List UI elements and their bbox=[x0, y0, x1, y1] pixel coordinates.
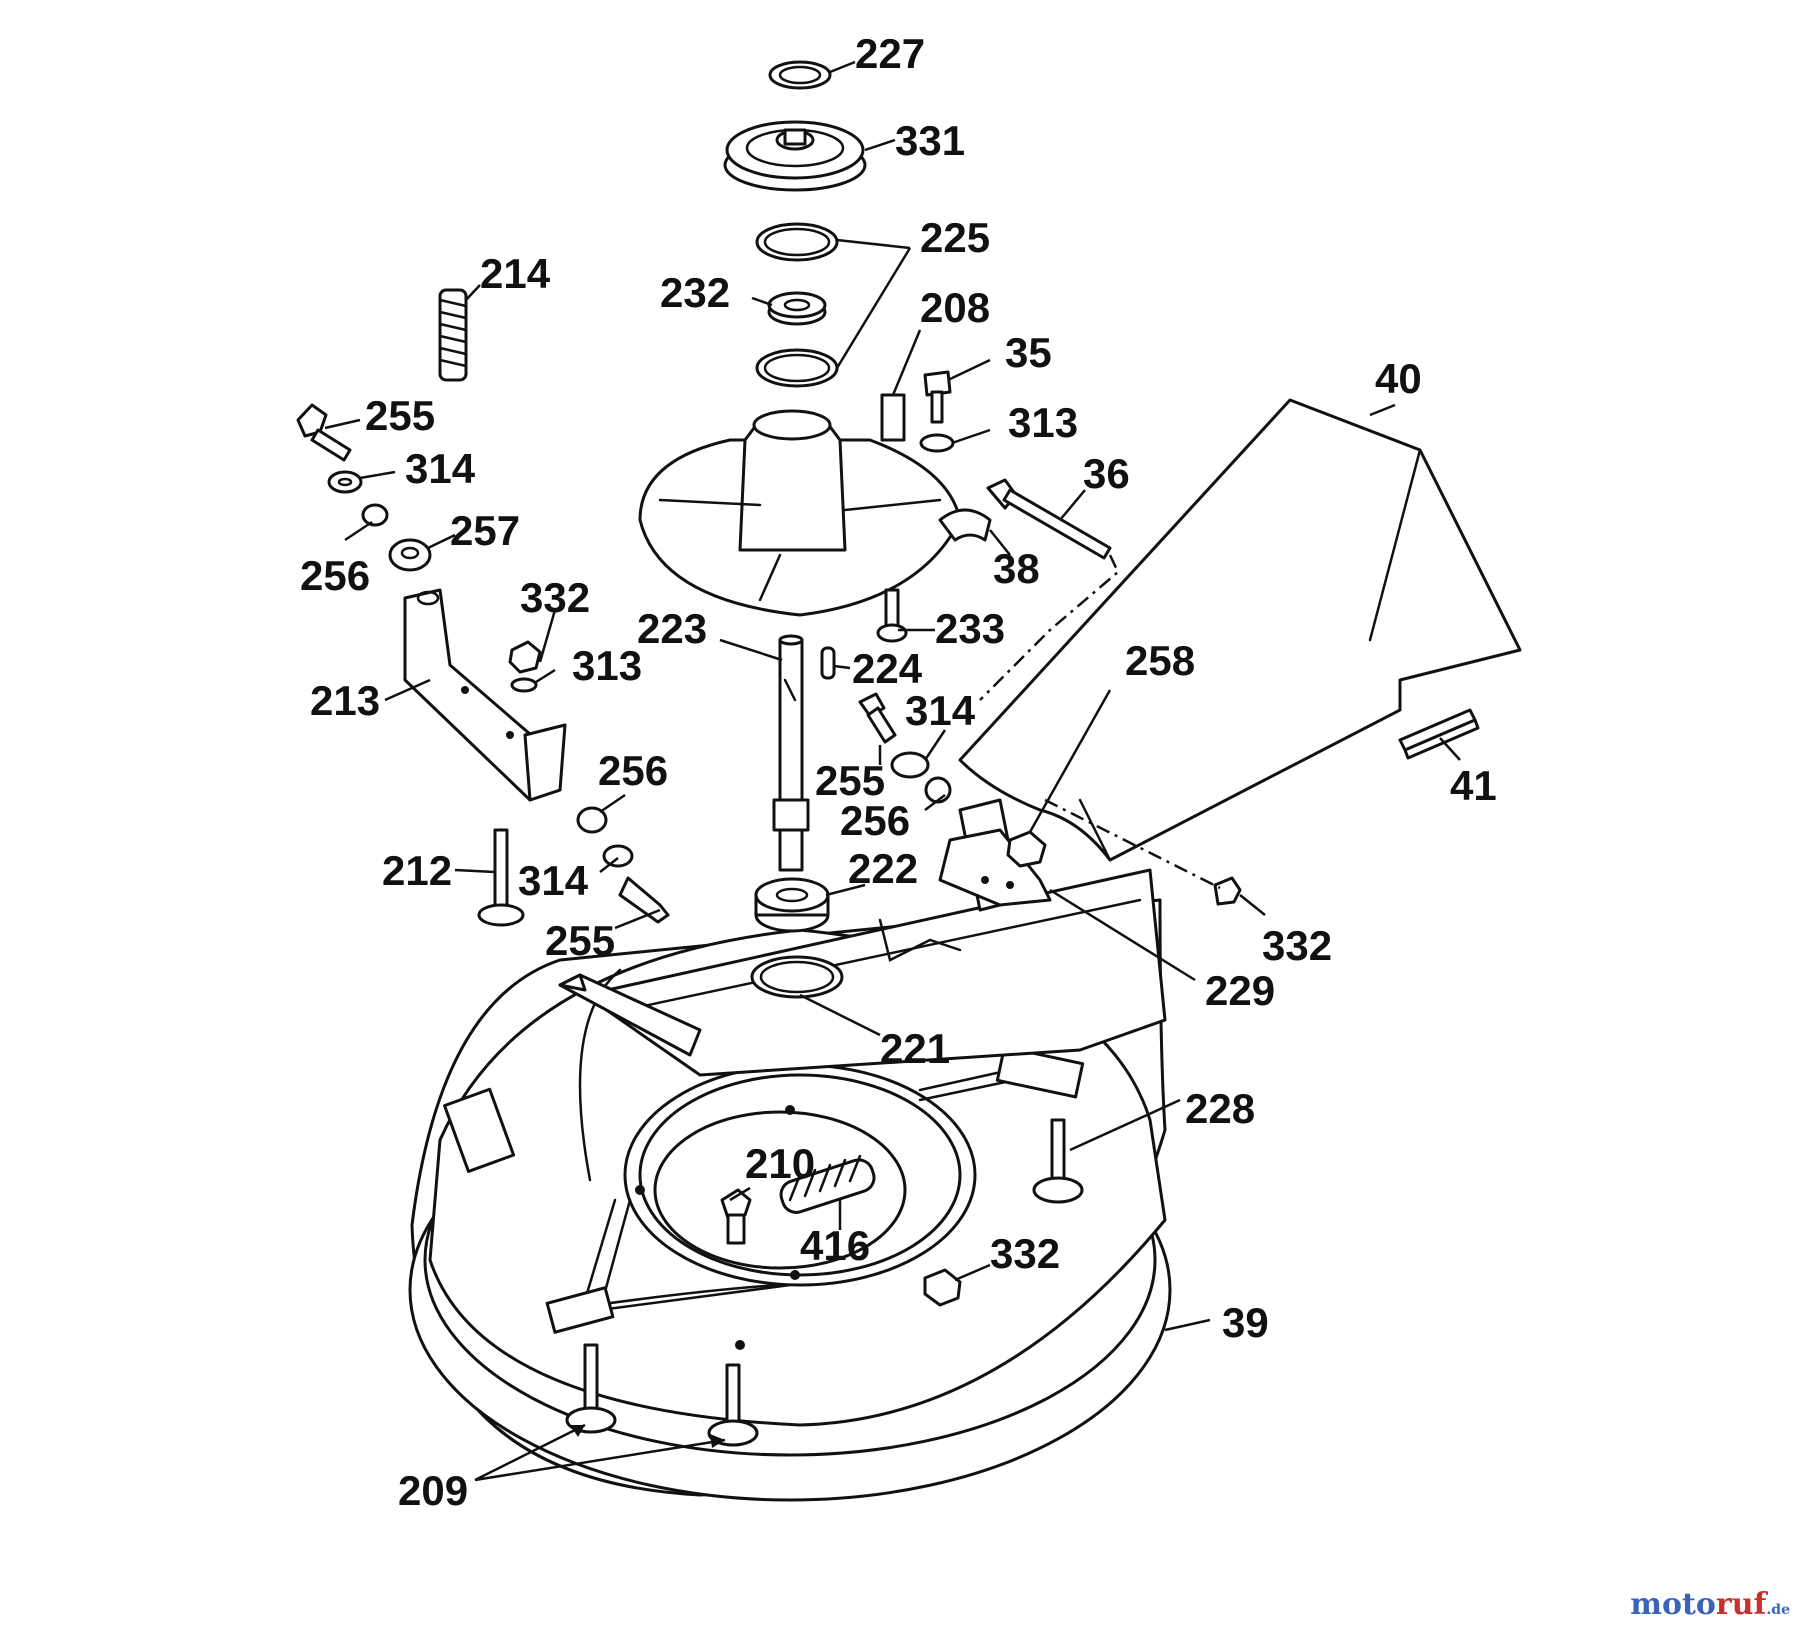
circlip-225-upper bbox=[755, 222, 839, 262]
circlip-221 bbox=[750, 955, 844, 999]
spring-416 bbox=[779, 1154, 876, 1214]
leader-lines bbox=[324, 60, 1461, 1482]
label-35: 35 bbox=[1005, 329, 1052, 376]
label-210: 210 bbox=[745, 1140, 815, 1187]
bolt-233 bbox=[876, 588, 908, 643]
label-209: 209 bbox=[398, 1467, 468, 1514]
part-labels: 227 331 225 232 214 208 35 255 313 40 31… bbox=[300, 30, 1497, 1514]
watermark-part-c: .de bbox=[1766, 1602, 1790, 1618]
label-213: 213 bbox=[310, 677, 380, 724]
label-256-right: 256 bbox=[840, 797, 910, 844]
label-36: 36 bbox=[1083, 450, 1130, 497]
bolt-255-right bbox=[858, 692, 897, 744]
label-233: 233 bbox=[935, 605, 1005, 652]
label-313-left: 313 bbox=[572, 642, 642, 689]
bolt-209-right bbox=[707, 1363, 759, 1447]
nut-332-left bbox=[508, 640, 542, 674]
label-229: 229 bbox=[1205, 967, 1275, 1014]
bearing-222 bbox=[754, 877, 830, 933]
label-256-mid: 256 bbox=[598, 747, 668, 794]
washer-313-right bbox=[919, 433, 955, 453]
washer-314-top bbox=[327, 470, 363, 494]
label-314-right: 314 bbox=[905, 687, 976, 734]
bolt-210 bbox=[720, 1188, 752, 1245]
bolt-36 bbox=[986, 478, 1112, 560]
label-257: 257 bbox=[450, 507, 520, 554]
bolt-35 bbox=[923, 370, 952, 424]
assembly-lines bbox=[979, 554, 1221, 890]
deflector-bracket-229 bbox=[938, 798, 1052, 912]
watermark-part-b: ruf bbox=[1715, 1587, 1767, 1622]
bolt-255-top bbox=[296, 403, 352, 462]
label-39: 39 bbox=[1222, 1299, 1269, 1346]
label-225: 225 bbox=[920, 214, 990, 261]
spring-214 bbox=[438, 288, 468, 382]
label-221: 221 bbox=[880, 1025, 950, 1072]
shaft-223 bbox=[772, 634, 810, 872]
label-255-right: 255 bbox=[815, 757, 885, 804]
circlip-225-lower bbox=[755, 348, 839, 388]
spacer-256-mid bbox=[576, 806, 608, 834]
label-222: 222 bbox=[848, 845, 918, 892]
bushing-257 bbox=[388, 538, 432, 572]
label-38: 38 bbox=[993, 545, 1040, 592]
washer-314-mid bbox=[602, 844, 634, 868]
label-223: 223 bbox=[637, 605, 707, 652]
label-40: 40 bbox=[1375, 355, 1422, 402]
label-331: 331 bbox=[895, 117, 965, 164]
washer-313-left bbox=[510, 677, 538, 693]
label-332-left: 332 bbox=[520, 574, 590, 621]
label-224: 224 bbox=[852, 645, 923, 692]
label-228: 228 bbox=[1185, 1085, 1255, 1132]
nut-258 bbox=[1006, 830, 1047, 868]
bolt-209-left bbox=[565, 1343, 617, 1434]
watermark-part-a: moto bbox=[1630, 1587, 1716, 1622]
bracket-213 bbox=[403, 588, 567, 802]
label-314-top: 314 bbox=[405, 445, 476, 492]
washer-314-right bbox=[890, 751, 930, 779]
label-332-right: 332 bbox=[1262, 922, 1332, 969]
circlip-227 bbox=[768, 60, 832, 90]
label-214: 214 bbox=[480, 250, 551, 297]
label-212: 212 bbox=[382, 847, 452, 894]
bolt-228 bbox=[1032, 1118, 1084, 1204]
label-41: 41 bbox=[1450, 762, 1497, 809]
spacer-208 bbox=[880, 393, 906, 442]
watermark-logo: motoruf.de bbox=[1630, 1587, 1790, 1622]
label-416: 416 bbox=[800, 1222, 870, 1269]
label-332-bottom: 332 bbox=[990, 1230, 1060, 1277]
key-224 bbox=[820, 646, 836, 680]
nut-332-right bbox=[1213, 876, 1242, 906]
bearing-232 bbox=[767, 291, 827, 326]
discharge-chute-40 bbox=[958, 398, 1522, 862]
spacer-256-top bbox=[361, 503, 389, 527]
label-314-mid: 314 bbox=[518, 857, 589, 904]
label-208: 208 bbox=[920, 284, 990, 331]
label-313-right: 313 bbox=[1008, 399, 1078, 446]
spindle-housing-38 bbox=[638, 409, 992, 617]
label-227: 227 bbox=[855, 30, 925, 77]
label-255-mid: 255 bbox=[545, 917, 615, 964]
nut-332-bottom bbox=[923, 1268, 962, 1307]
spacer-256-right bbox=[924, 776, 952, 804]
bolt-212 bbox=[477, 828, 525, 927]
label-255-top: 255 bbox=[365, 392, 435, 439]
deck-top-frame bbox=[558, 868, 1167, 1077]
label-232: 232 bbox=[660, 269, 730, 316]
clip-41 bbox=[1398, 708, 1480, 760]
label-256-top: 256 bbox=[300, 552, 370, 599]
pulley-331 bbox=[723, 120, 867, 192]
label-258: 258 bbox=[1125, 637, 1195, 684]
